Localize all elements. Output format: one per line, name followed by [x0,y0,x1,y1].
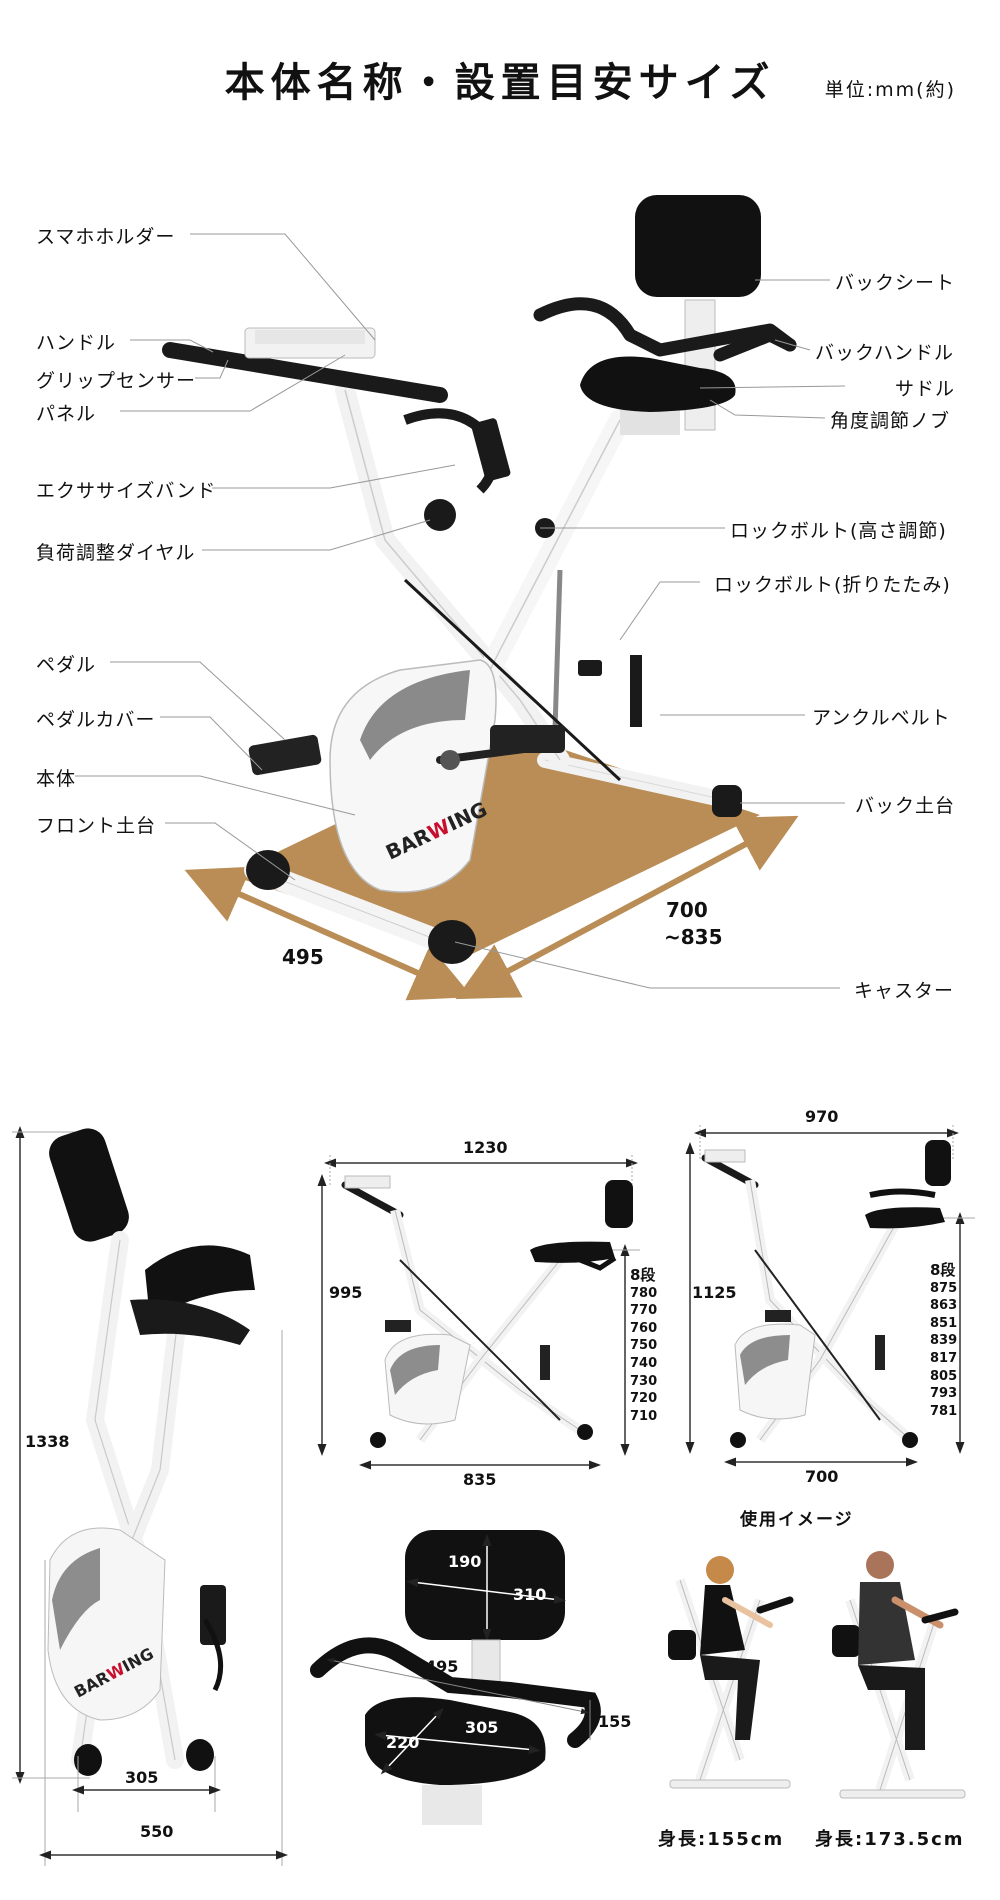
tall-step-2: 863 [930,1298,958,1314]
tall-step-1: 875 [930,1280,958,1296]
short-step-6: 730 [630,1373,658,1389]
seat-depth: 220 [386,1733,420,1752]
tall-step-8: 781 [930,1403,958,1419]
footprint-depth-line2: ~835 [664,925,723,949]
part-label-lock-bolt-height: ロックボルト(高さ調節) [730,520,947,542]
short-step-8: 710 [630,1408,658,1424]
side-folded-bike: BARWING [12,1126,288,1866]
usage-height-2: 身長:173.5cm [815,1829,965,1850]
part-label-exercise-band: エクササイズバンド [36,480,217,502]
short-length: 1230 [463,1138,508,1157]
seat-width: 305 [465,1718,499,1737]
short-base: 835 [463,1470,497,1489]
seat-handle-span: 495 [425,1657,459,1676]
part-label-body: 本体 [36,768,77,790]
tall-base: 700 [805,1467,839,1486]
tall-step-7: 793 [930,1386,958,1402]
short-step-5: 740 [630,1355,658,1371]
part-label-handle: ハンドル [36,332,117,354]
usage-height-1: 身長:155cm [658,1829,785,1850]
side-height: 1338 [25,1432,70,1451]
tall-step-4: 839 [930,1333,958,1349]
short-step-4: 750 [630,1338,658,1354]
part-label-load-dial: 負荷調整ダイヤル [36,542,196,564]
part-label-lock-bolt-fold: ロックボルト(折りたたみ) [714,574,951,596]
seat-handle-drop: 155 [598,1712,632,1731]
tall-step-5: 817 [930,1350,958,1366]
part-label-pedal: ペダル [36,654,97,676]
leader-lines [75,233,846,989]
short-height: 995 [329,1283,363,1302]
seat-detail [310,1530,601,1825]
part-label-back-seat: バックシート [835,272,956,294]
side-base-inner: 305 [125,1768,159,1787]
part-label-saddle: サドル [895,378,956,400]
part-label-back-handle: バックハンドル [815,342,955,364]
part-label-panel: パネル [36,403,97,425]
arrow-depth [455,815,799,1000]
part-label-angle-knob: 角度調節ノブ [830,410,951,432]
unit-label: 単位:mm(約) [824,79,956,101]
usage-image-2 [832,1551,966,1799]
tall-step-6: 805 [930,1368,958,1384]
short-steps-title: 8段 [630,1266,656,1284]
tall-height: 1125 [692,1283,737,1302]
side-base-outer: 550 [140,1822,174,1841]
seat-back-width: 310 [513,1585,547,1604]
footprint-depth-line1: 700 [666,898,708,922]
short-step-3: 760 [630,1320,658,1336]
unfolded-tall-bike [685,1125,975,1467]
part-label-caster: キャスター [854,980,955,1002]
short-steps: 8段 780 770 760 750 740 730 720 710 [630,1266,658,1425]
arrow-width [184,866,473,1001]
short-step-7: 720 [630,1391,658,1407]
part-label-pedal-cover: ペダルカバー [36,709,156,731]
tall-step-3: 851 [930,1315,958,1331]
tall-length: 970 [805,1107,839,1126]
footprint-width: 495 [282,945,324,969]
part-label-grip-sensor: グリップセンサー [36,370,197,392]
short-step-2: 770 [630,1303,658,1319]
page-title: 本体名称・設置目安サイズ [224,60,776,106]
tall-steps-title: 8段 [930,1261,956,1279]
part-label-phone-holder: スマホホルダー [36,226,176,248]
tall-steps: 8段 875 863 851 839 817 805 793 781 [930,1261,958,1420]
part-label-ankle-belt: アンクルベルト [812,707,951,729]
unfolded-short-bike [317,1155,640,1470]
part-label-front-base: フロント土台 [36,815,157,837]
seat-back-height: 190 [448,1552,482,1571]
short-step-1: 780 [630,1285,658,1301]
usage-image-1 [668,1556,794,1789]
usage-title: 使用イメージ [740,1510,854,1530]
part-label-back-base: バック土台 [855,795,956,817]
